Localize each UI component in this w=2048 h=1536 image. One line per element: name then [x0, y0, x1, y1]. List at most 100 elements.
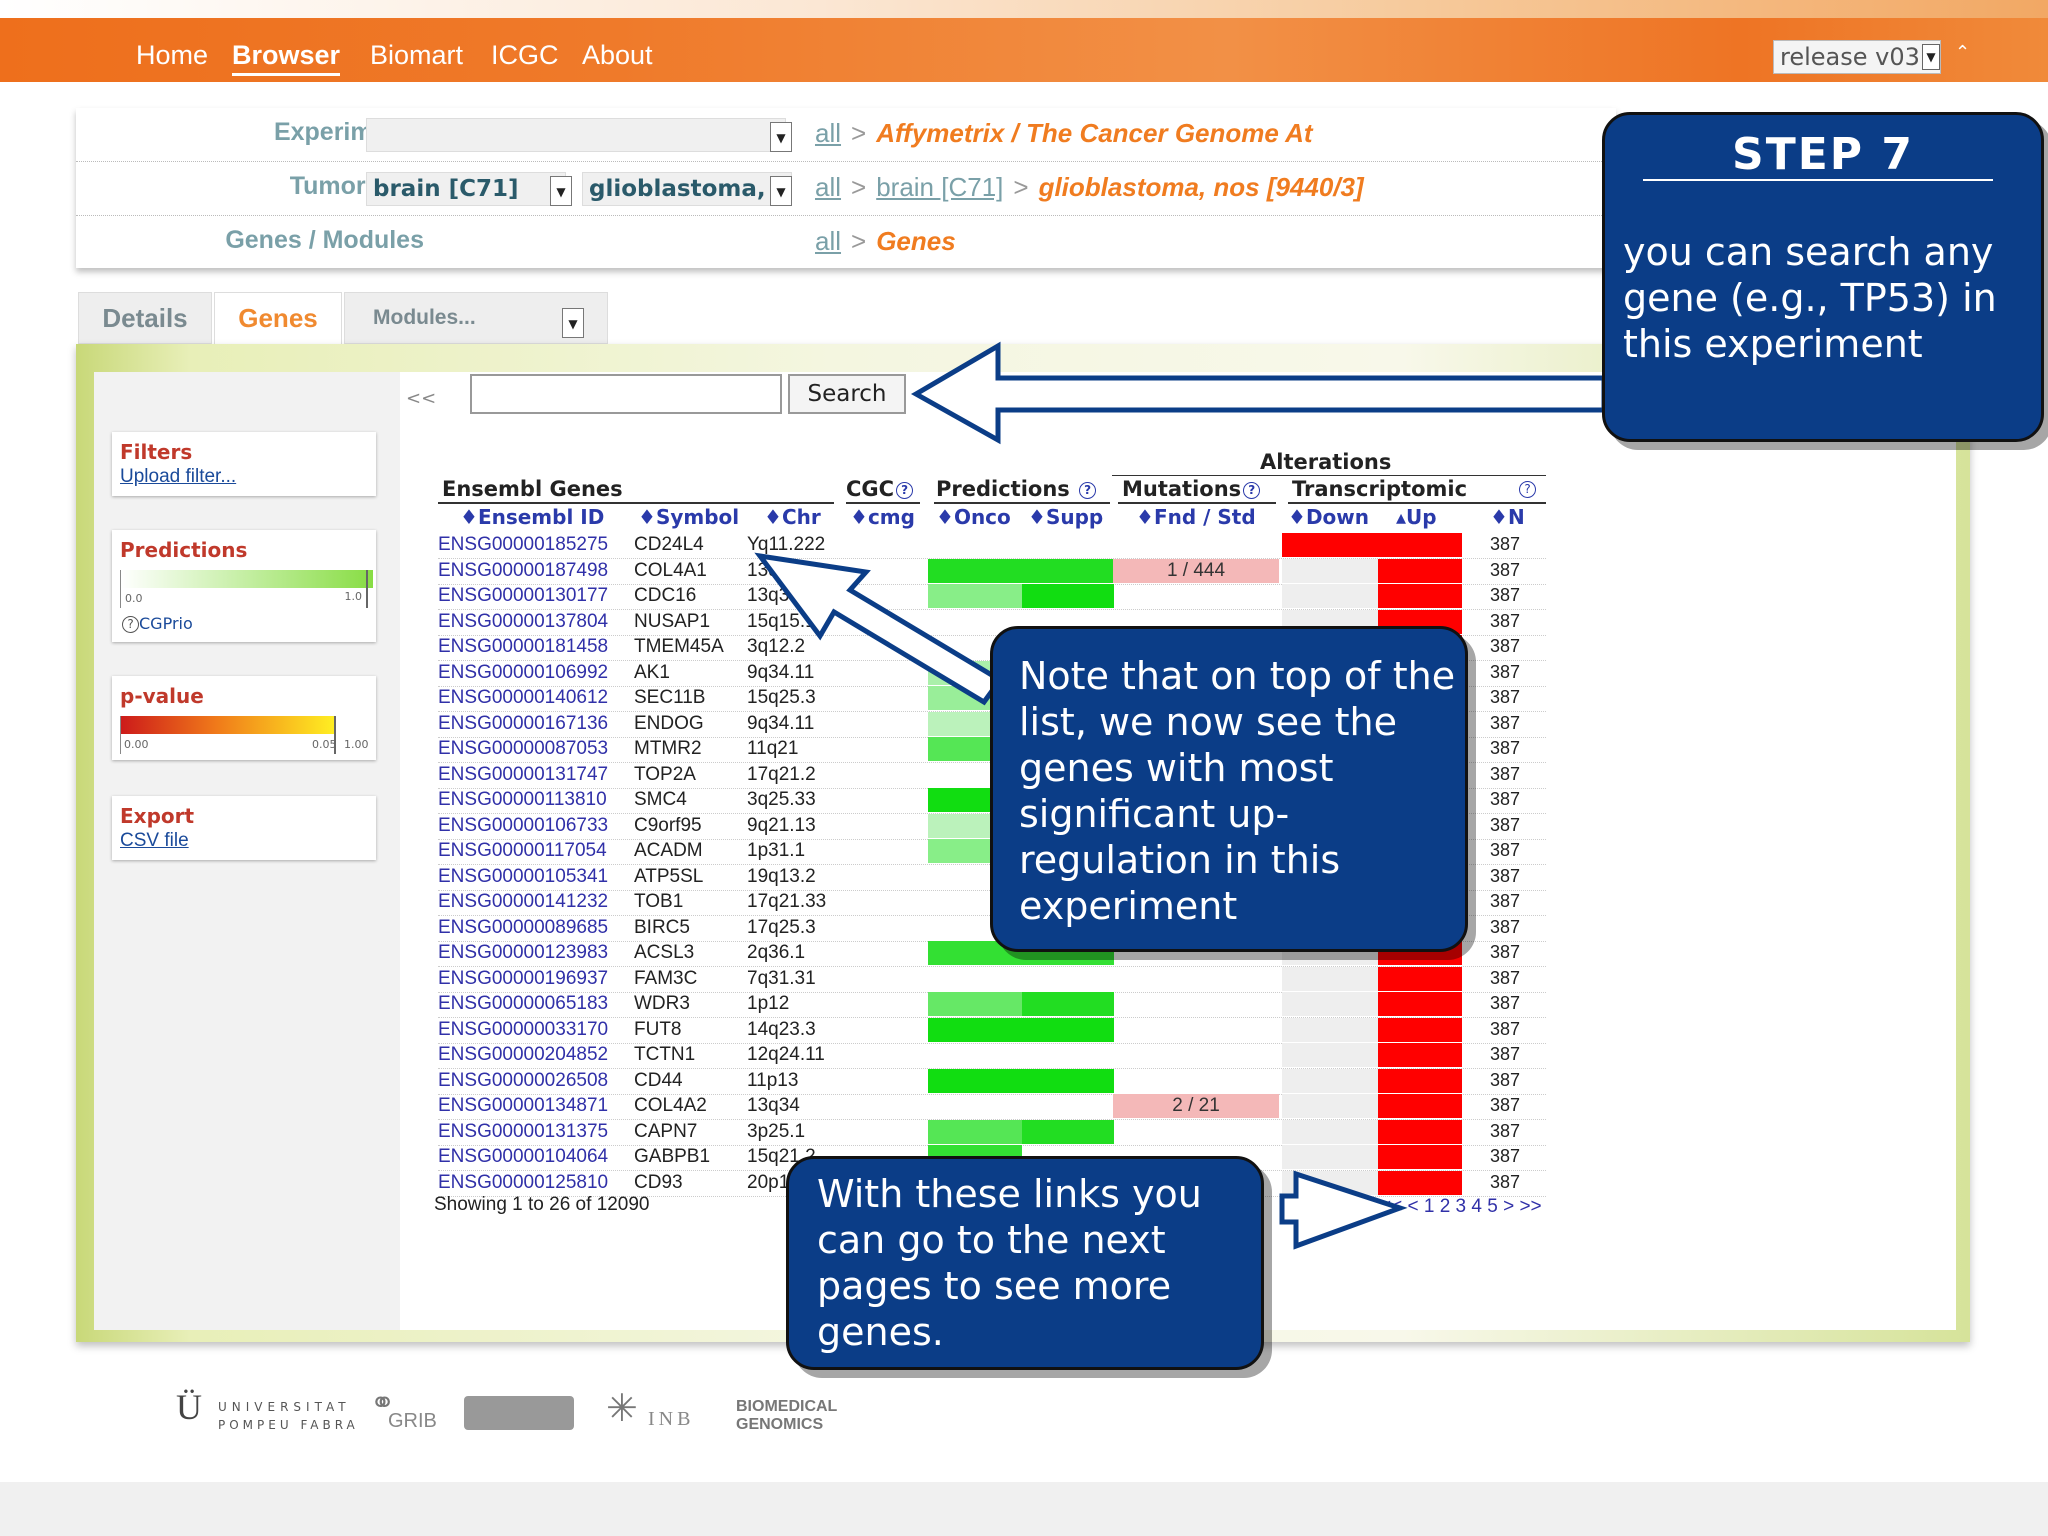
chevron-down-icon[interactable]: ▼: [770, 176, 792, 206]
ensembl-id-link[interactable]: ENSG00000113810: [438, 789, 607, 810]
ensembl-id-link[interactable]: ENSG00000140612: [438, 687, 609, 708]
crumb-all-link[interactable]: all: [815, 226, 842, 256]
tab-details[interactable]: Details: [78, 292, 212, 344]
ensembl-id-link[interactable]: ENSG00000134871: [438, 1095, 609, 1116]
sort-cmg[interactable]: ♦cmg: [850, 505, 915, 529]
predictions-header-label: Predictions: [936, 477, 1070, 501]
chevron-down-icon[interactable]: ▼: [1922, 44, 1940, 70]
ensembl-id-link[interactable]: ENSG00000106992: [438, 662, 609, 683]
ensembl-id-link[interactable]: ENSG00000130177: [438, 585, 609, 606]
search-input[interactable]: [470, 374, 782, 414]
pvalue-gradient-bar[interactable]: 0.00 0.05 1.00: [120, 716, 369, 756]
sample-count: 387: [1490, 840, 1521, 860]
ensembl-id-link[interactable]: ENSG00000141232: [438, 891, 609, 912]
sample-count: 387: [1490, 1044, 1521, 1064]
ensembl-id-link[interactable]: ENSG00000181458: [438, 636, 609, 657]
help-icon[interactable]: ?: [122, 616, 139, 633]
ensembl-id-link[interactable]: ENSG00000167136: [438, 713, 609, 734]
predictions-header[interactable]: Predictions ?: [936, 477, 1097, 501]
sort-onco[interactable]: ♦Onco: [936, 505, 1011, 529]
chevron-down-icon[interactable]: ▼: [770, 122, 792, 152]
cgprio-label: CGPrio: [139, 614, 193, 633]
table-row: [438, 1017, 1546, 1018]
ensembl-id-link[interactable]: ENSG00000106733: [438, 815, 609, 836]
experiments-current: Affymetrix / The Cancer Genome At: [876, 118, 1313, 148]
gene-symbol: TCTN1: [634, 1044, 696, 1065]
ensembl-id-link[interactable]: ENSG00000125810: [438, 1172, 609, 1193]
down-regulation-cell: [1282, 1094, 1378, 1118]
sort-symbol[interactable]: ♦Symbol: [638, 505, 740, 529]
ensembl-id-link[interactable]: ENSG00000033170: [438, 1019, 609, 1040]
help-icon[interactable]: ?: [896, 481, 914, 499]
ensembl-id-link[interactable]: ENSG00000065183: [438, 993, 609, 1014]
ensembl-id-link[interactable]: ENSG00000131747: [438, 764, 609, 785]
onco-prediction-cell: [928, 1120, 1022, 1144]
ensembl-id-link[interactable]: ENSG00000196937: [438, 968, 609, 989]
sample-count: 387: [1490, 993, 1521, 1013]
predictions-gradient-bar[interactable]: 0.0 1.0: [120, 570, 373, 608]
nav-icgc[interactable]: ICGC: [491, 40, 559, 70]
tab-genes[interactable]: Genes: [214, 292, 342, 344]
chevron-down-icon[interactable]: ▼: [550, 176, 572, 206]
ensembl-id-link[interactable]: ENSG00000117054: [438, 840, 607, 861]
ensembl-id-link[interactable]: ENSG00000087053: [438, 738, 609, 759]
sort-n[interactable]: ♦N: [1490, 505, 1525, 529]
pagination[interactable]: << < 1 2 3 4 5 > >>: [1380, 1196, 1542, 1217]
cgprio-option[interactable]: ?CGPrio: [120, 614, 368, 633]
search-button[interactable]: Search: [788, 374, 906, 414]
csv-file-link[interactable]: CSV file: [120, 830, 189, 851]
pred-min-label: 0.0: [125, 592, 143, 605]
down-regulation-cell: [1282, 533, 1378, 557]
sample-count: 387: [1490, 713, 1521, 733]
sort-supp-label: Supp: [1045, 505, 1104, 529]
grib-logo-text: GRIB: [388, 1410, 437, 1432]
ensembl-id-link[interactable]: ENSG00000187498: [438, 560, 609, 581]
nav-browser[interactable]: Browser: [232, 40, 341, 76]
ensembl-id-link[interactable]: ENSG00000131375: [438, 1121, 609, 1142]
release-select[interactable]: release v03: [1773, 40, 1941, 74]
nav-about[interactable]: About: [582, 40, 653, 70]
sort-fnd-std[interactable]: ♦Fnd / Std: [1136, 505, 1256, 529]
sort-chr[interactable]: ♦Chr: [764, 505, 821, 529]
mutations-header[interactable]: Mutations?: [1122, 477, 1261, 501]
sort-ensembl-id[interactable]: ♦Ensembl ID: [460, 505, 605, 529]
tumor-subtype-select[interactable]: glioblastoma,: [582, 172, 792, 206]
nav-biomart[interactable]: Biomart: [370, 40, 464, 70]
collapse-up-icon[interactable]: ⌃: [1955, 42, 1971, 63]
help-icon[interactable]: ?: [1519, 481, 1536, 498]
ensembl-id-link[interactable]: ENSG00000104064: [438, 1146, 609, 1167]
sort-n-label: N: [1507, 505, 1525, 529]
sort-down[interactable]: ♦Down: [1288, 505, 1369, 529]
pvalue-title: p-value: [120, 684, 204, 708]
ensembl-id-link[interactable]: ENSG00000105341: [438, 866, 609, 887]
chevron-down-icon[interactable]: ▼: [562, 308, 584, 338]
nav-home[interactable]: Home: [136, 40, 209, 70]
crumb-all-link[interactable]: all: [815, 172, 842, 202]
pvalue-threshold-handle[interactable]: [334, 716, 336, 754]
sidebar-toggle[interactable]: <<: [406, 388, 437, 409]
predictions-max-handle[interactable]: [366, 570, 368, 608]
tumor-type-select[interactable]: brain [C71]: [366, 172, 566, 206]
experiments-select[interactable]: [366, 118, 786, 152]
pvalue-min-handle: [120, 716, 121, 754]
ensembl-id-link[interactable]: ENSG00000137804: [438, 611, 609, 632]
mutations-header-label: Mutations: [1122, 477, 1242, 501]
help-icon[interactable]: ?: [1079, 481, 1097, 499]
ensembl-id-link[interactable]: ENSG00000089685: [438, 917, 609, 938]
ensembl-id-link[interactable]: ENSG00000204852: [438, 1044, 609, 1065]
crumb-all-link[interactable]: all: [815, 118, 842, 148]
crumb-brain-link[interactable]: brain [C71]: [876, 172, 1004, 202]
cgc-header[interactable]: CGC?: [846, 477, 914, 501]
ensembl-id-link[interactable]: ENSG00000026508: [438, 1070, 609, 1091]
pvalue-gradient: [120, 716, 334, 734]
help-icon[interactable]: ?: [1243, 481, 1261, 499]
sort-ensembl-id-label: Ensembl ID: [477, 505, 605, 529]
sort-up[interactable]: ▴Up: [1396, 505, 1437, 529]
ensembl-id-link[interactable]: ENSG00000123983: [438, 942, 609, 963]
sort-supp[interactable]: ♦Supp: [1028, 505, 1104, 529]
mutation-cell[interactable]: 2 / 21: [1113, 1094, 1279, 1118]
header-divider: [934, 502, 1110, 504]
upload-filter-link[interactable]: Upload filter...: [120, 466, 237, 487]
mutation-cell[interactable]: 1 / 444: [1113, 559, 1279, 583]
ensembl-id-link[interactable]: ENSG00000185275: [438, 534, 609, 555]
